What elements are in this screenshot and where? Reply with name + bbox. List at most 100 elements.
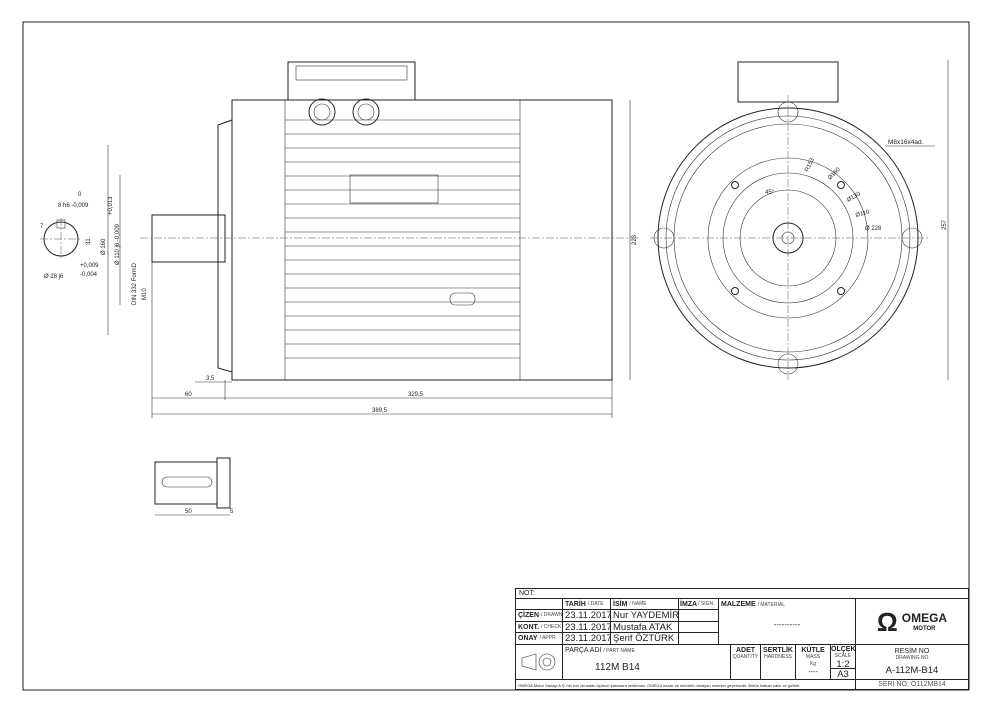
hard-h: SERTLİK	[763, 647, 793, 654]
r153: R153	[804, 157, 816, 173]
sign-h: İMZA	[680, 600, 698, 608]
role-cell: ÇİZEN/ DRAWN	[516, 610, 563, 622]
mass-unit: Kg	[809, 661, 817, 667]
name-s: / NAME	[629, 600, 647, 607]
row-sign	[679, 633, 719, 646]
dim-60: 60	[185, 392, 192, 398]
d110: Ø110	[855, 209, 871, 219]
qty-h: ADET	[735, 647, 756, 654]
role-sub: / APPR.	[539, 635, 558, 642]
omega-symbol-icon: Ω	[876, 606, 898, 637]
motor-side-view	[140, 61, 640, 381]
dim-257: 257	[942, 219, 948, 230]
shaft-height: 31	[86, 238, 92, 245]
shaft-key-section: 0 8 h6 -0,009 7 31 Ø 28 j6 +0,009 -0,004	[40, 192, 99, 280]
hard-s: HARDNESS	[764, 654, 792, 660]
dim-329-5: 329,5	[408, 392, 424, 398]
shaft-diameter: Ø 28 j6	[44, 274, 64, 280]
row-date: 23.11.2017	[563, 633, 611, 646]
key-width: 8 h6 -0,009	[58, 203, 89, 209]
dim-223: 223	[632, 234, 638, 245]
blank-header	[516, 599, 563, 610]
row-name: Şerif ÖZTÜRK	[611, 633, 679, 646]
sign-header: İMZA/ SIGN.	[679, 599, 719, 610]
date-h: TARİH	[565, 600, 586, 608]
logo-sub: MOTOR	[913, 626, 936, 632]
material-s: / MATERIAL	[757, 602, 785, 608]
role-label: ÇİZEN	[518, 611, 539, 619]
role-label: KONT.	[518, 623, 539, 631]
date-header: TARİH/ DATE	[563, 599, 611, 610]
mass-h: KÜTLE	[801, 647, 825, 654]
serial-no: SERİ NO: O112MB14	[878, 681, 946, 688]
part-h: PARÇA ADI	[565, 647, 602, 654]
title-block: NOT: TARİH/ DATE İSİM/ NAME İMZA/ SIGN. …	[515, 588, 969, 690]
dim-389-5: 389,5	[372, 408, 388, 414]
mass-s: MASS	[805, 654, 821, 660]
thread-label: M10	[142, 288, 148, 300]
role-cell: ONAY/ APPR.	[516, 633, 563, 646]
name-header: İSİM/ NAME	[611, 599, 679, 610]
projection-symbol-icon	[516, 645, 563, 680]
row-date: 23.11.2017	[563, 610, 611, 622]
shaft-detail-view: 50 5	[154, 457, 234, 516]
row-name: Nur YAYDEMİR	[611, 610, 679, 622]
name-h: İSİM	[613, 600, 628, 608]
material-h: MALZEME	[721, 601, 756, 608]
note-label: NOT:	[519, 590, 535, 597]
role-label: ONAY	[518, 635, 538, 643]
dim-50: 50	[185, 509, 192, 515]
qty-s: QUANTITY	[732, 654, 759, 660]
role-cell: KONT./ CHECK	[516, 621, 563, 634]
row-sign	[679, 621, 719, 634]
din-label: DIN 332 FormD	[132, 262, 138, 305]
material-value: ----------	[773, 620, 801, 629]
row-sign	[679, 610, 719, 622]
key-height: 7	[40, 224, 44, 230]
part-value: 112M B14	[595, 662, 640, 673]
mass-value: ----	[808, 669, 818, 676]
paper-size: A3	[831, 669, 856, 680]
flange-dimensions: Ø 160 +0,013 Ø 110 j6 -0,009 DIN 332 For…	[101, 145, 148, 335]
part-s: / PART NAME	[603, 648, 635, 654]
sheet-border	[22, 21, 970, 691]
tol-top: 0	[78, 192, 82, 198]
row-date: 23.11.2017	[563, 621, 611, 634]
dim-3-5: 3,5	[206, 376, 215, 382]
logo-main: OMEGA	[901, 611, 948, 625]
flange-tol: +0,013	[108, 196, 114, 215]
bolt-spec: M8x16x4ad.	[888, 139, 924, 146]
footer-note: OMEGA Motor Sanayi A.Ş.'nin izni olmadan…	[516, 680, 856, 690]
scale-s: SCALE	[834, 653, 852, 659]
flange-d160: Ø 160	[101, 238, 107, 255]
dim-5: 5	[230, 509, 234, 515]
length-dimensions: 3,5 60 329,5 389,5 223 257	[151, 60, 949, 418]
part-name-cell: PARÇA ADI / PART NAME 112M B14	[563, 645, 731, 680]
scale-value: 1:2	[836, 659, 850, 669]
drawno-h: RESİM NO	[894, 648, 930, 655]
note-row: NOT:	[516, 589, 968, 599]
drawno-value: A-112M-B14	[885, 665, 939, 676]
d130: Ø130	[846, 191, 862, 204]
role-sub: / CHECK	[541, 623, 562, 630]
drawno-s: DRAWING NO	[895, 655, 929, 661]
material-cell: MALZEME / MATERIAL ----------	[719, 599, 856, 645]
role-sub: / DRAWN	[541, 611, 563, 618]
motor-front-view: R153 Ø160 Ø130 Ø110 Ø 228 45° M8x16x4ad.	[650, 61, 935, 380]
date-s: / DATE	[587, 600, 604, 607]
d228: Ø 228	[865, 226, 882, 232]
row-name: Mustafa ATAK	[611, 621, 679, 634]
shaft-tol-minus: -0,004	[80, 272, 98, 278]
shaft-tol-plus: +0,009	[80, 263, 99, 269]
angle-45: 45°	[765, 190, 775, 196]
flange-d110: Ø 110 j6 -0,009	[115, 223, 121, 265]
sign-s: / SIGN.	[698, 600, 715, 607]
